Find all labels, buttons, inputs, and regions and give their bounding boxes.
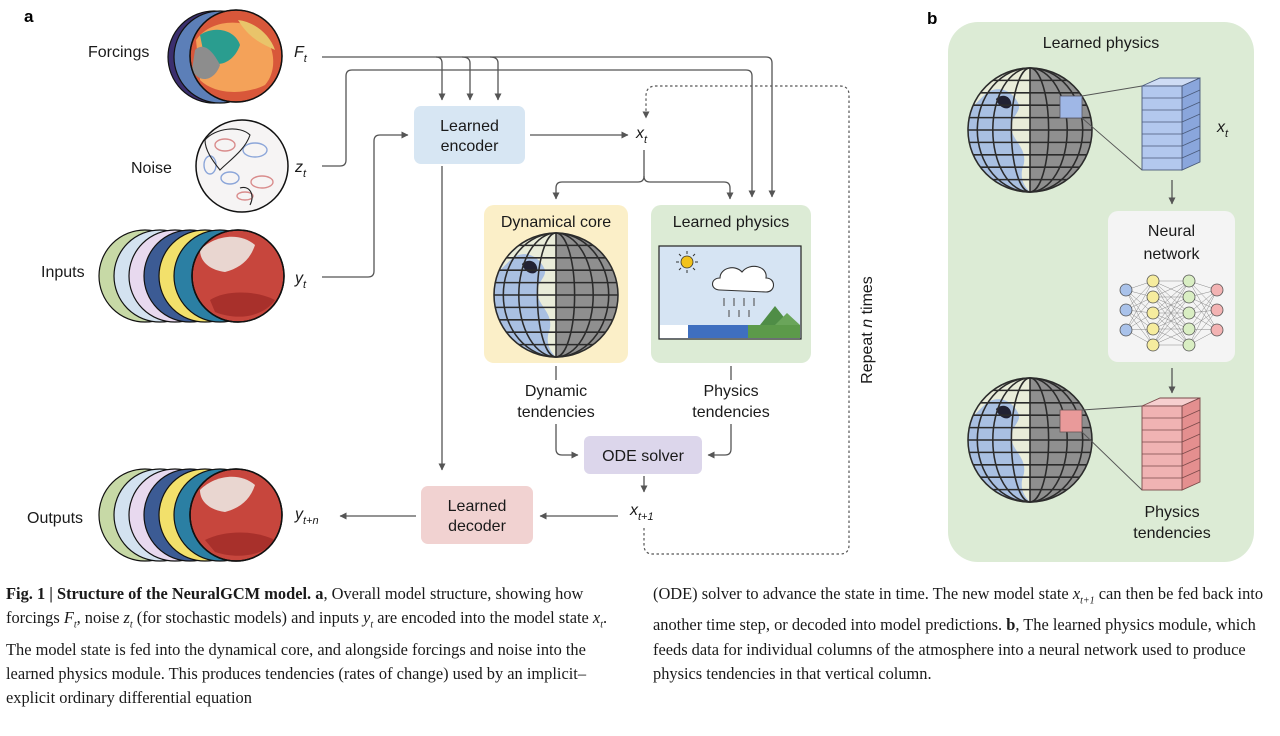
decoder-label-line1: Learned	[448, 498, 507, 515]
panel-b-letter: b	[927, 9, 937, 28]
forcings-globe-stack	[167, 9, 283, 104]
caption-right-column: (ODE) solver to advance the state in tim…	[653, 584, 1264, 683]
neural-network-icon	[1119, 274, 1224, 352]
state-column-stack	[1141, 77, 1201, 171]
panel-a-letter: a	[24, 7, 34, 26]
outputs-label: Outputs	[27, 510, 83, 527]
svg-text:yt+n: yt+n	[294, 506, 319, 527]
flow-arrows	[322, 56, 850, 555]
forcings-label: Forcings	[88, 44, 149, 61]
nn-node	[1182, 306, 1196, 320]
next-state-variable: xt+1	[629, 502, 654, 523]
svg-text:yt: yt	[294, 270, 307, 291]
panel-b-tendencies-line1: Physics	[1144, 504, 1199, 521]
input-variable: yt	[294, 270, 307, 291]
nn-node	[1146, 322, 1160, 336]
nn-node	[1119, 303, 1133, 317]
learned-physics-label: Learned physics	[673, 214, 790, 231]
nn-node	[1182, 274, 1196, 288]
caption-part-b-label: b	[1006, 615, 1016, 635]
encoder-label-line1: Learned	[440, 118, 499, 135]
dynamic-tendencies-line2: tendencies	[517, 404, 594, 421]
caption-part-a-label: a	[315, 584, 324, 603]
cloud-rain-icon	[711, 265, 775, 317]
forcing-variable: Ft	[294, 44, 308, 65]
nn-node	[1182, 338, 1196, 352]
dynamical-core-globe	[494, 233, 618, 357]
nn-node	[1146, 274, 1160, 288]
tendency-column-stack	[1141, 397, 1201, 491]
repeat-label: Repeat n times	[859, 276, 876, 384]
panel-b-state-variable: xt	[1216, 119, 1229, 140]
learned-decoder-box	[421, 486, 533, 544]
noise-label: Noise	[131, 160, 172, 177]
nn-node	[1119, 283, 1133, 297]
nn-node	[1146, 306, 1160, 320]
panel-b-tendencies-line2: tendencies	[1133, 525, 1210, 542]
sun-icon	[676, 251, 698, 273]
panel-b-globe-top	[968, 68, 1092, 192]
svg-text:xt: xt	[1216, 119, 1229, 140]
svg-text:zt: zt	[294, 159, 307, 180]
noise-globe	[195, 119, 289, 213]
nn-node	[1182, 290, 1196, 304]
nn-node	[1210, 303, 1224, 317]
noise-variable: zt	[294, 159, 307, 180]
weather-illustration	[658, 245, 802, 340]
physics-tendencies-line1: Physics	[703, 383, 758, 400]
figure-diagram: a Forcings Noise Inputs Outputs	[24, 7, 1254, 562]
caption-left-column: Fig. 1 | Structure of the NeuralGCM mode…	[6, 584, 608, 708]
decoder-label-line2: decoder	[448, 518, 506, 535]
ode-solver-box	[584, 436, 702, 474]
network-label-line1: Neural	[1148, 223, 1195, 240]
state-variable: xt	[635, 125, 648, 146]
inputs-label: Inputs	[41, 264, 85, 281]
output-variable: yt+n	[294, 506, 319, 527]
neural-network-box	[1108, 211, 1235, 362]
nn-node	[1146, 290, 1160, 304]
nn-node	[1210, 323, 1224, 337]
nn-node	[1146, 338, 1160, 352]
caption-figure-label: Fig. 1 | Structure of the NeuralGCM mode…	[6, 584, 312, 603]
nn-node	[1182, 322, 1196, 336]
nn-node	[1119, 323, 1133, 337]
learned-encoder-box	[414, 106, 525, 164]
highlighted-column-bottom	[1059, 409, 1083, 433]
network-label-line2: network	[1143, 246, 1200, 263]
physics-tendencies-line2: tendencies	[692, 404, 769, 421]
svg-text:xt: xt	[635, 125, 648, 146]
nn-node	[1210, 283, 1224, 297]
outputs-globe-stack	[98, 468, 283, 562]
svg-text:xt+1: xt+1	[629, 502, 654, 523]
inputs-globe-stack	[98, 229, 285, 323]
highlighted-column-top	[1059, 95, 1083, 119]
dynamic-tendencies-line1: Dynamic	[525, 383, 587, 400]
panel-b-title: Learned physics	[1043, 35, 1160, 52]
dynamical-core-label: Dynamical core	[501, 214, 611, 231]
svg-text:Ft: Ft	[294, 44, 308, 65]
ode-solver-label: ODE solver	[602, 448, 684, 465]
encoder-label-line2: encoder	[441, 138, 499, 155]
panel-b-globe-bottom	[968, 378, 1092, 502]
